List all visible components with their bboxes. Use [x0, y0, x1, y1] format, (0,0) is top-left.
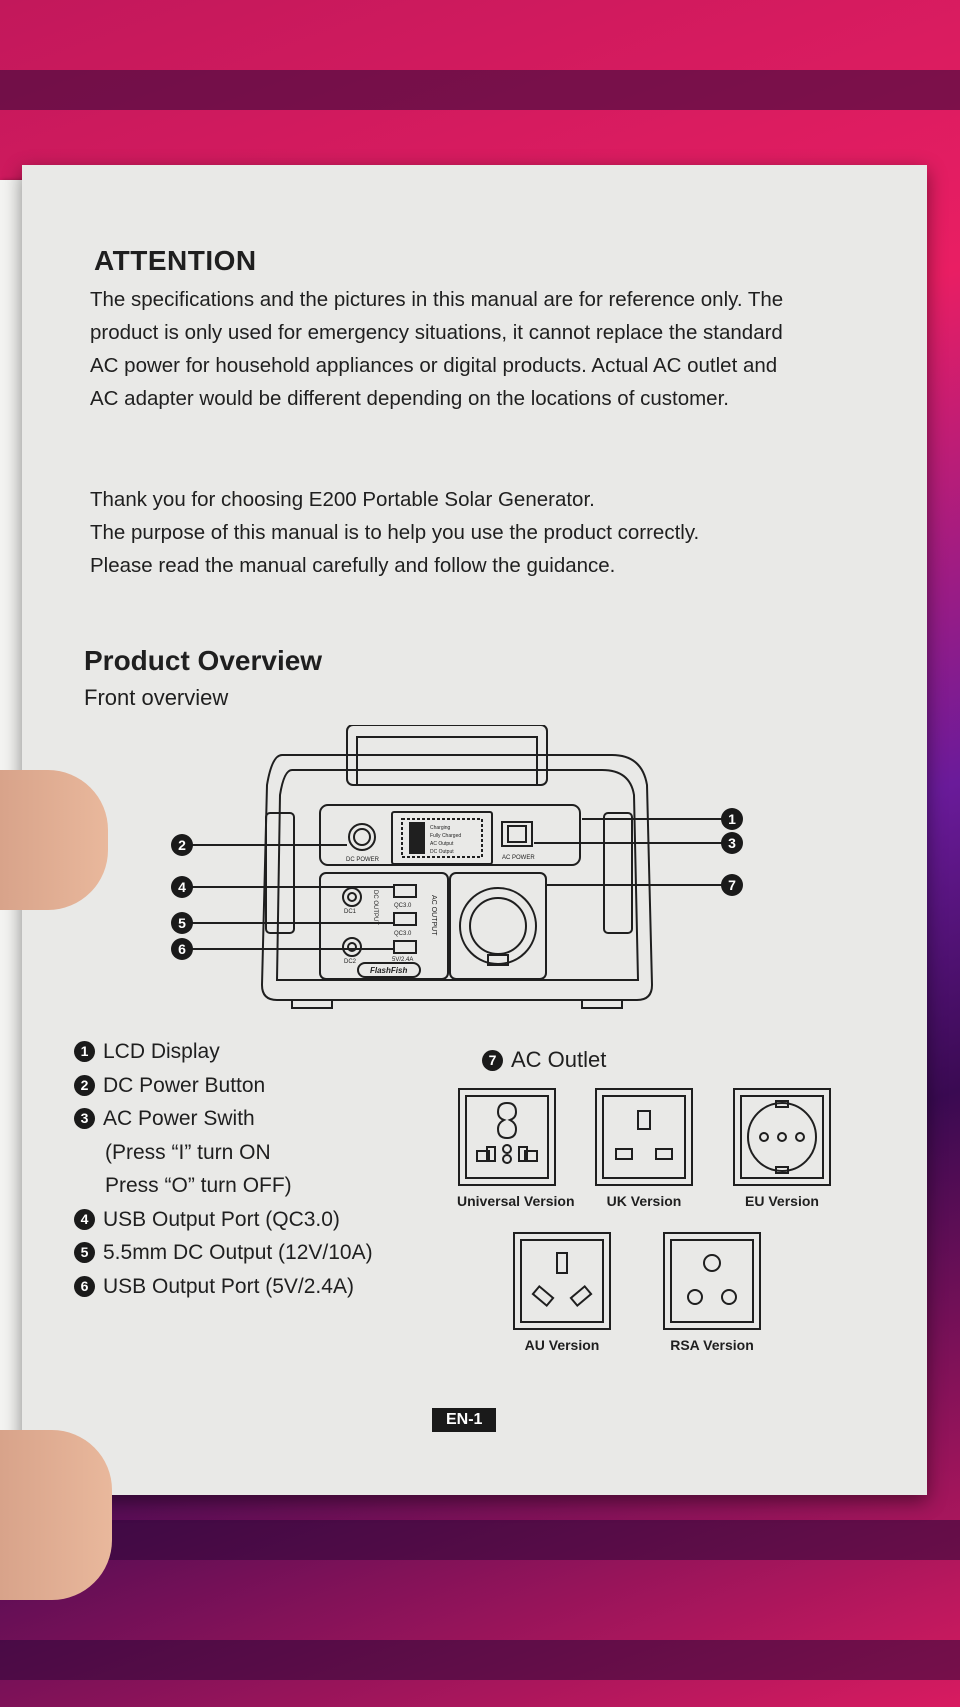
outlet-uk: UK Version	[594, 1087, 694, 1209]
legend-num: 1	[74, 1041, 95, 1063]
eu-socket-icon	[733, 1088, 831, 1186]
callout-2: 2	[178, 837, 186, 853]
background-stripe	[0, 1520, 960, 1560]
legend-label: AC Power Swith	[103, 1107, 255, 1130]
thumb-top	[0, 770, 108, 910]
ac-outlet-title: AC Outlet	[511, 1047, 607, 1072]
legend-num: 6	[74, 1275, 95, 1297]
attention-heading: ATTENTION	[94, 245, 257, 276]
callout-6: 6	[178, 941, 186, 957]
product-overview-heading: Product Overview	[84, 645, 323, 676]
lcd-line-charging: Charging	[430, 825, 451, 831]
purpose-line: The purpose of this manual is to help yo…	[90, 521, 700, 544]
lcd-line-ac: AC Output	[430, 841, 454, 847]
legend-label: USB Output Port (QC3.0)	[103, 1207, 340, 1231]
thanks-line: Thank you for choosing E200 Portable Sol…	[90, 488, 595, 511]
rsa-socket-icon	[663, 1232, 761, 1330]
au-socket-icon	[513, 1232, 611, 1330]
legend-note-on: (Press “I” turn ON	[105, 1140, 271, 1164]
background-stripe	[0, 1640, 960, 1680]
page-number: EN-1	[432, 1408, 497, 1432]
legend-label: 5.5mm DC Output (12V/10A)	[103, 1241, 373, 1264]
outlet-rsa: RSA Version	[662, 1231, 762, 1353]
background-stripe	[0, 70, 960, 110]
legend-item: 5 5.5mm DC Output (12V/10A)	[74, 1236, 373, 1270]
outlet-universal: Universal Version	[457, 1087, 575, 1209]
intro-text: Thank you for choosing E200 Portable Sol…	[90, 483, 810, 582]
outlet-caption: AU Version	[524, 1337, 600, 1353]
callout-5: 5	[178, 915, 186, 931]
lcd-line-full: Fully Charged	[430, 833, 461, 839]
legend-num: 5	[74, 1242, 95, 1264]
manual-page: ATTENTION The specifications and the pic…	[22, 165, 927, 1495]
callout-3: 3	[728, 835, 736, 851]
dc1-label: DC1	[344, 909, 357, 915]
ac-outlet-num: 7	[482, 1049, 503, 1071]
legend-item: 6 USB Output Port (5V/2.4A)	[74, 1270, 373, 1304]
outlet-caption: RSA Version	[670, 1337, 754, 1353]
legend-item: 4 USB Output Port (QC3.0)	[74, 1203, 373, 1237]
ac-power-label: AC POWER	[502, 855, 535, 861]
legend-num: 4	[74, 1208, 95, 1230]
attention-body: The specifications and the pictures in t…	[90, 288, 784, 410]
callout-7: 7	[728, 877, 736, 893]
usb-label: 5V/2.4A	[392, 957, 413, 963]
legend-num: 2	[74, 1074, 95, 1096]
qc1-label: QC3.0	[394, 903, 412, 909]
component-legend: 1 LCD Display 2 DC Power Button 3 AC Power …	[74, 1035, 373, 1303]
legend-note-off: Press “O” turn OFF)	[105, 1174, 292, 1197]
legend-item: 2 DC Power Button	[74, 1069, 373, 1103]
dc2-label: DC2	[344, 959, 357, 965]
universal-socket-icon	[458, 1088, 556, 1186]
outlet-caption: UK Version	[606, 1193, 682, 1209]
outlet-caption: Universal Version	[457, 1193, 575, 1209]
legend-label: LCD Display	[103, 1040, 220, 1063]
callout-1: 1	[728, 811, 736, 827]
qc2-label: QC3.0	[394, 931, 412, 937]
lcd-line-dc: DC Output	[430, 849, 454, 855]
read-line: Please read the manual carefully and fol…	[90, 554, 616, 577]
callout-4: 4	[178, 879, 186, 895]
legend-item: 1 LCD Display	[74, 1035, 373, 1069]
brand-logo: FlashFish	[370, 966, 407, 975]
outlet-au: AU Version	[512, 1231, 612, 1353]
outlet-caption: EU Version	[745, 1193, 819, 1209]
outlet-eu: EU Version	[732, 1087, 832, 1209]
uk-socket-icon	[595, 1088, 693, 1186]
ac-output-label: AC OUTPUT	[430, 895, 437, 936]
thumb-bottom	[0, 1430, 112, 1600]
ac-outlet-heading: 7 AC Outlet	[482, 1047, 606, 1073]
front-overview-subheading: Front overview	[84, 685, 229, 710]
dc-output-label: DC OUTPUT	[372, 890, 378, 925]
dc-power-label: DC POWER	[346, 857, 380, 863]
legend-num: 3	[74, 1108, 95, 1130]
legend-label: USB Output Port (5V/2.4A)	[103, 1274, 354, 1298]
legend-item: 3 AC Power Swith	[74, 1102, 373, 1136]
device-front-diagram: Charging Fully Charged AC Output DC Outp…	[171, 725, 743, 1009]
legend-label: DC Power Button	[103, 1073, 266, 1097]
